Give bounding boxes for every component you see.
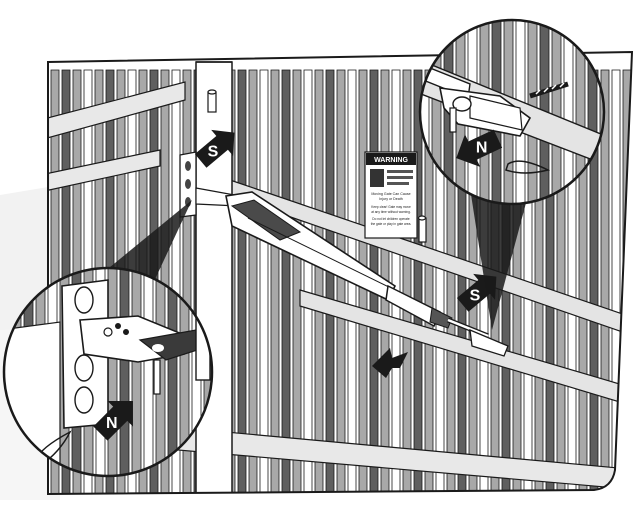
push-direction-arrow [372,348,408,378]
gate-picket [551,20,562,204]
top-callout-leader [470,188,530,330]
n-label-top: N [476,139,488,156]
gate-picket [336,69,346,494]
gate-picket [292,69,302,494]
gate-picket [259,69,269,494]
gate-picket [303,69,313,494]
s-label-mid: S [470,288,481,305]
gate-picket [248,69,258,494]
s-arrow-top: S [194,129,235,168]
gate-picket [131,268,142,476]
mid-rail-left [48,149,161,193]
hinge-post [195,61,233,494]
gate-picket [119,268,130,476]
gate-picket [281,69,291,494]
gate-picket [107,268,118,476]
gate-picket [270,69,280,494]
warning-sign: WARNING Moving Gate Can Cause Injury or … [364,151,418,239]
gate-picket [237,69,247,494]
gate-picket [622,69,632,494]
gate-picket [402,69,412,494]
n-arrow-top: N [456,129,503,167]
gate-picket [167,268,178,476]
warning-line-4: at any time without warning. [371,210,411,214]
n-arrow-bottom: N [93,401,133,441]
gate-pin-right [417,215,427,243]
gate-picket [143,268,154,476]
gate-operator-arm [225,191,509,357]
bottom-detail-callout: N [2,266,214,478]
n-label-bottom: N [106,415,118,432]
gate-picket [413,69,423,494]
frame-border [47,50,634,496]
gate-picket [314,69,324,494]
warning-line-1: Moving Gate Can Cause [371,192,410,196]
post-bracket [179,151,241,218]
gate-picket [179,268,190,476]
gate-picket [347,69,357,494]
gate-picket [325,69,335,494]
warning-line-3: Keep clear! Gate may move [371,205,411,209]
s-label-top: S [208,144,219,161]
warning-line-2: Injury or Death [379,197,403,201]
top-rail-left [48,81,186,141]
warning-heading: WARNING [374,157,408,164]
gate-rail-lower [299,289,632,409]
top-detail-callout: N [418,18,606,206]
warning-line-6: the gate or play in gate area. [371,222,412,226]
warning-line-5: Do not let children operate [372,217,410,221]
hinge-pin-top [207,89,217,113]
gate-picket [539,20,550,204]
